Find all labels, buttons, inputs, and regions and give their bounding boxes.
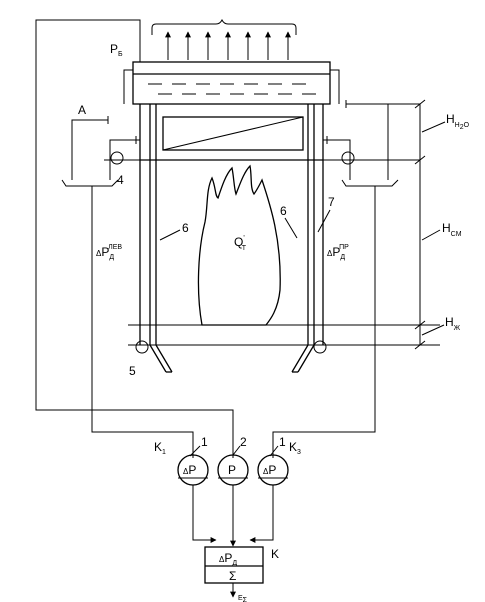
number-5: 5 xyxy=(129,364,136,378)
number-6-right: 6 xyxy=(280,204,287,218)
left-screen-tubes xyxy=(149,104,173,373)
left-impulse-lines xyxy=(61,116,194,458)
label-k: K xyxy=(271,547,279,561)
label-k3: K3 xyxy=(289,440,301,456)
label-k1: K1 xyxy=(154,440,166,456)
number-6-left: 6 xyxy=(182,221,189,235)
label-a: A xyxy=(78,103,86,117)
label-p-right: ΔPДПР xyxy=(327,244,349,261)
transducer-k3-symbol: ΔP xyxy=(263,463,276,477)
water-level-dashes xyxy=(148,83,316,95)
furnace-walls xyxy=(139,104,324,345)
right-screen-tubes xyxy=(291,104,315,373)
summator-inputs xyxy=(192,485,274,547)
drum xyxy=(132,61,331,105)
flame xyxy=(197,164,281,326)
superheater-box xyxy=(162,116,304,151)
drum-right-bracket xyxy=(330,69,340,104)
summator-dp-label: ΔPД xyxy=(219,551,237,567)
exhaust-arrows xyxy=(165,31,291,60)
label-h-zh: HЖ xyxy=(445,315,461,332)
number-1-right: 1 xyxy=(279,435,286,449)
sensor-right-bottom xyxy=(313,340,327,354)
summator-sum-label: Σ xyxy=(229,569,236,583)
number-7: 7 xyxy=(328,195,335,209)
drum-pressure-line xyxy=(35,19,234,458)
top-brace xyxy=(151,18,297,35)
sensor-4 xyxy=(110,151,124,165)
label-p-left: ΔPДЛЕВ xyxy=(96,244,122,261)
level-lines xyxy=(128,324,440,346)
drum-left-bracket xyxy=(123,69,133,104)
right-impulse-lines xyxy=(272,100,399,458)
transducer-2-symbol: P xyxy=(228,463,236,477)
label-h-h2o: HH2O xyxy=(446,112,470,131)
sensor-5 xyxy=(135,340,149,354)
number-4: 4 xyxy=(117,173,124,187)
summator xyxy=(204,546,264,584)
label-h-cm: HCM xyxy=(442,221,462,238)
label-e-sum: EΣ xyxy=(238,595,248,602)
dimension-lines xyxy=(346,99,446,350)
label-p-b: PБ xyxy=(110,42,123,58)
transducer-k1-symbol: ΔP xyxy=(183,463,196,477)
number-1-left: 1 xyxy=(201,435,208,449)
label-flame-q: Q'T xyxy=(234,235,247,252)
number-2: 2 xyxy=(240,435,247,449)
sensor-right-top xyxy=(341,151,355,165)
